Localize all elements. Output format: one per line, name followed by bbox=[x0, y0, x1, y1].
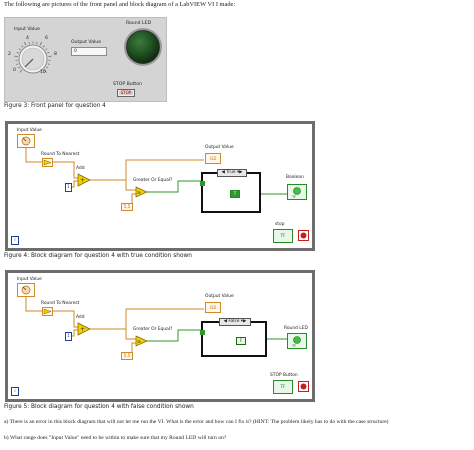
input-value-terminal-label: Input Value bbox=[17, 277, 42, 282]
constant-5-5[interactable]: 5.5 bbox=[121, 352, 133, 360]
round-led-terminal[interactable]: TF bbox=[287, 333, 307, 349]
output-value-terminal[interactable]: I32 bbox=[205, 302, 221, 313]
knob-tick-mark bbox=[19, 69, 23, 73]
stop-button-label: STOP Button bbox=[113, 82, 142, 87]
case-true-constant[interactable]: T bbox=[230, 190, 240, 198]
input-value-knob[interactable] bbox=[7, 32, 59, 90]
case-selector-terminal bbox=[200, 330, 205, 335]
constant-one[interactable]: 1 bbox=[65, 332, 72, 341]
constant-5-5[interactable]: 5.5 bbox=[121, 203, 133, 211]
input-value-terminal[interactable] bbox=[17, 134, 35, 148]
stop-terminal-label: stop bbox=[275, 222, 285, 227]
boolean-indicator-label: Boolean bbox=[286, 175, 304, 180]
knob-tick-2: 2 bbox=[8, 52, 11, 57]
round-led-terminal-label: Round LED bbox=[284, 326, 308, 331]
loop-condition-icon[interactable] bbox=[298, 381, 309, 392]
block-diagram-false: Input Value Round To Nearest Add + 1 Gre… bbox=[5, 270, 315, 402]
loop-condition-icon[interactable] bbox=[298, 230, 309, 241]
knob-tick-mark bbox=[47, 63, 50, 65]
svg-text:≥: ≥ bbox=[137, 190, 141, 196]
knob-tick-mark bbox=[14, 55, 18, 57]
case-structure-true[interactable]: ◀ True ▾▶ T bbox=[200, 169, 261, 213]
knob-tick-6: 6 bbox=[45, 36, 48, 41]
boolean-indicator-terminal[interactable]: TF bbox=[287, 184, 307, 200]
greater-or-equal-node-icon[interactable]: ≥ bbox=[135, 335, 148, 347]
loop-iteration-terminal: i bbox=[11, 387, 19, 396]
stop-button-terminal-label: STOP Button bbox=[270, 373, 298, 378]
knob-tick-mark bbox=[45, 48, 48, 51]
round-to-nearest-label: Round To Nearest bbox=[41, 152, 80, 157]
knob-terminal-icon bbox=[21, 285, 31, 295]
figure-3-caption: Figure 3: Front panel for question 4 bbox=[4, 103, 106, 109]
round-to-nearest-label: Round To Nearest bbox=[41, 301, 80, 306]
svg-text:≥: ≥ bbox=[137, 339, 141, 345]
round-to-nearest-node[interactable] bbox=[42, 307, 53, 316]
question-a: a) There is an error in this block diagr… bbox=[4, 419, 389, 425]
svg-text:+: + bbox=[80, 177, 85, 184]
knob-terminal-icon bbox=[21, 136, 31, 146]
round-to-nearest-node[interactable] bbox=[42, 158, 53, 167]
case-selector-false[interactable]: ◀ False ▾▶ bbox=[219, 318, 251, 326]
knob-tick-mark bbox=[46, 66, 49, 69]
greater-or-equal-label: Greater Or Equal? bbox=[133, 327, 173, 332]
knob-tick-mark bbox=[17, 66, 20, 69]
knob-tick-4: 4 bbox=[26, 36, 29, 41]
add-node-icon[interactable]: + bbox=[77, 322, 91, 336]
knob-tick-mark bbox=[47, 52, 50, 54]
stop-button-terminal[interactable]: TF bbox=[273, 229, 293, 243]
figure-4-caption: Figure 4: Block diagram for question 4 w… bbox=[4, 253, 192, 259]
add-node-icon[interactable]: + bbox=[77, 173, 91, 187]
block-diagram-true: Input Value Round To Nearest Add + 1 Gre… bbox=[5, 121, 315, 251]
knob-tick-mark bbox=[24, 41, 27, 46]
round-node-icon bbox=[43, 159, 52, 166]
greater-or-equal-label: Greater Or Equal? bbox=[133, 178, 173, 183]
round-node-icon bbox=[43, 308, 52, 315]
input-value-terminal[interactable] bbox=[17, 283, 35, 297]
constant-one[interactable]: 1 bbox=[65, 183, 72, 192]
svg-text:+: + bbox=[80, 326, 85, 333]
svg-text:TF: TF bbox=[291, 195, 296, 199]
input-value-terminal-label: Input Value bbox=[17, 128, 42, 133]
round-led-label: Round LED bbox=[126, 21, 151, 26]
svg-text:TF: TF bbox=[291, 344, 296, 348]
knob-tick-mark bbox=[48, 55, 52, 57]
loop-iteration-terminal: i bbox=[11, 236, 19, 245]
knob-tick-0: 0 bbox=[13, 68, 16, 73]
question-b: b) What range does "Input Value" need to… bbox=[4, 435, 227, 441]
led-terminal-icon: TF bbox=[291, 336, 301, 348]
case-selector-terminal bbox=[200, 181, 205, 186]
output-value-terminal[interactable]: I32 bbox=[205, 153, 221, 164]
knob-tick-8: 8 bbox=[54, 52, 57, 57]
case-false-constant[interactable]: F bbox=[236, 337, 246, 345]
knob-tick-10: 10 bbox=[40, 70, 46, 75]
output-value-terminal-label: Output Value bbox=[205, 145, 234, 150]
output-value-label: Output Value bbox=[71, 40, 102, 45]
front-panel: Input Value 4 6 2 8 0 10 Output Value 0 … bbox=[4, 17, 167, 102]
knob-tick-mark bbox=[18, 48, 21, 51]
knob-tick-mark bbox=[42, 45, 45, 48]
stop-button[interactable]: STOP bbox=[117, 89, 135, 97]
case-selector-true[interactable]: ◀ True ▾▶ bbox=[217, 169, 247, 177]
stop-button-terminal[interactable]: TF bbox=[273, 380, 293, 394]
add-label: Add bbox=[76, 166, 85, 171]
case-structure-false[interactable]: ◀ False ▾▶ F bbox=[200, 318, 267, 357]
knob-tick-mark bbox=[39, 41, 42, 46]
case-selector-label: True bbox=[226, 170, 236, 175]
add-label: Add bbox=[76, 315, 85, 320]
round-led[interactable] bbox=[122, 26, 164, 68]
greater-or-equal-node-icon[interactable]: ≥ bbox=[135, 186, 148, 198]
knob-tick-mark bbox=[21, 45, 24, 48]
input-value-label: Input Value bbox=[14, 27, 40, 32]
case-selector-label: False bbox=[228, 319, 240, 324]
output-value-terminal-label: Output Value bbox=[205, 294, 234, 299]
knob-tick-mark bbox=[16, 52, 19, 54]
figure-5-caption: Figure 5: Block diagram for question 4 w… bbox=[4, 404, 194, 410]
led-terminal-icon: TF bbox=[291, 187, 301, 199]
wires-true bbox=[25, 143, 292, 207]
knob-tick-mark bbox=[16, 63, 19, 65]
knob-tick-mark bbox=[43, 69, 47, 73]
output-value-display: 0 bbox=[71, 47, 107, 56]
intro-text: The following are pictures of the front … bbox=[4, 1, 236, 8]
